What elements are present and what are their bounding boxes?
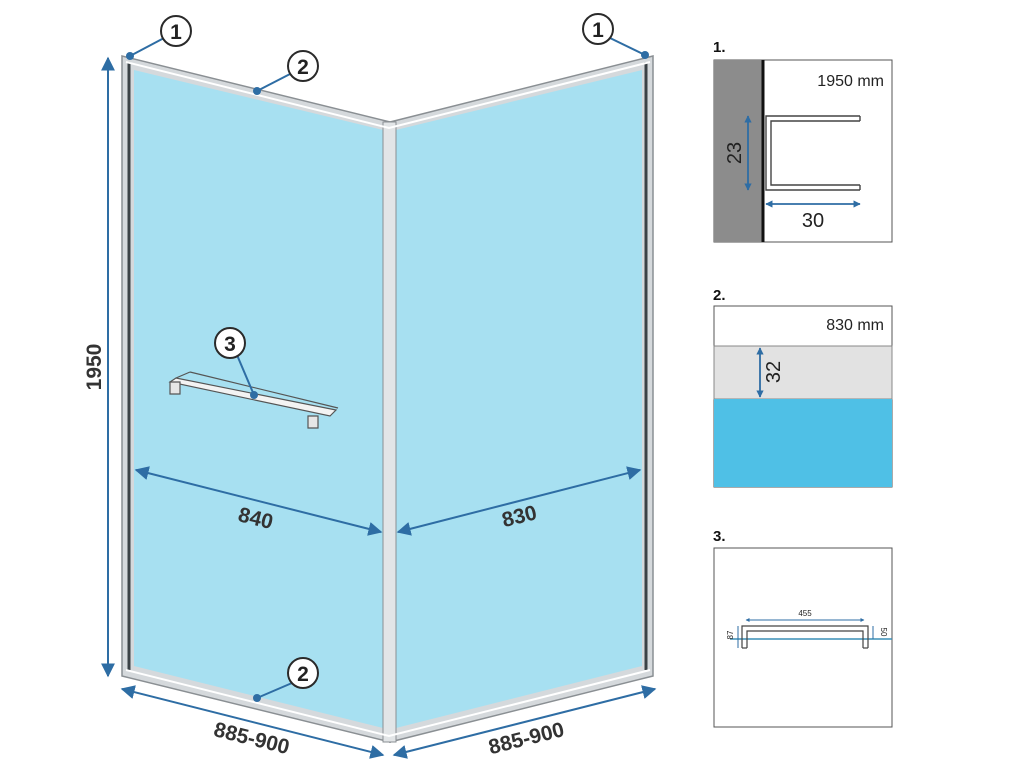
detail-1: 1. 1950 mm 23 30: [713, 39, 893, 243]
height-dim-label: 1950: [83, 344, 106, 391]
svg-text:2: 2: [297, 56, 309, 79]
left-inner-dim-line: [134, 466, 383, 536]
detail-2-label: 830 mm: [826, 317, 884, 334]
callout-3: 3: [214, 327, 258, 399]
dimension-lines: [101, 56, 657, 759]
detail-1-profile: [765, 115, 861, 191]
svg-text:1: 1: [592, 19, 604, 42]
callouts: 1 1 2 3 2: [126, 13, 649, 702]
detail-3-left-label: 87: [726, 630, 735, 639]
detail-1-heading: 1.: [713, 39, 726, 56]
left-range-dim-line: [120, 685, 385, 759]
right-panel-glass: [396, 70, 642, 728]
detail-2: 2. 830 mm 32: [713, 287, 893, 488]
right-inner-dim-line: [396, 466, 642, 536]
detail-3-box: [713, 547, 893, 728]
detail-2-glass: [714, 399, 892, 487]
callout-2-top: 2: [253, 50, 319, 95]
callout-2-bottom: 2: [253, 657, 319, 702]
detail-3: 3. 455 87 50: [713, 528, 893, 728]
detail-3-right-label: 50: [879, 628, 888, 637]
detail-1-wall: [714, 60, 762, 242]
detail-2-rail: [713, 345, 893, 400]
detail-3-heading: 3.: [713, 528, 726, 545]
right-range-dim-label: 885-900: [486, 718, 566, 759]
detail-3-bar: [741, 625, 869, 649]
corner-post: [382, 121, 397, 743]
right-range-dim-line: [392, 685, 657, 759]
detail-1-width-label: 30: [802, 210, 824, 232]
detail-1-depth-label: 23: [724, 142, 746, 164]
callout-1-right: 1: [582, 13, 649, 59]
svg-text:2: 2: [297, 663, 309, 686]
detail-2-height-label: 32: [763, 361, 785, 383]
svg-text:1: 1: [170, 21, 182, 44]
detail-2-heading: 2.: [713, 287, 726, 304]
callout-1-left: 1: [126, 15, 192, 60]
svg-text:3: 3: [224, 333, 236, 356]
top-rail: [125, 61, 651, 130]
left-range-dim-label: 885-900: [211, 718, 291, 759]
enclosure: [121, 55, 654, 743]
detail-1-label: 1950 mm: [817, 73, 884, 90]
detail-3-width-label: 455: [798, 609, 812, 618]
